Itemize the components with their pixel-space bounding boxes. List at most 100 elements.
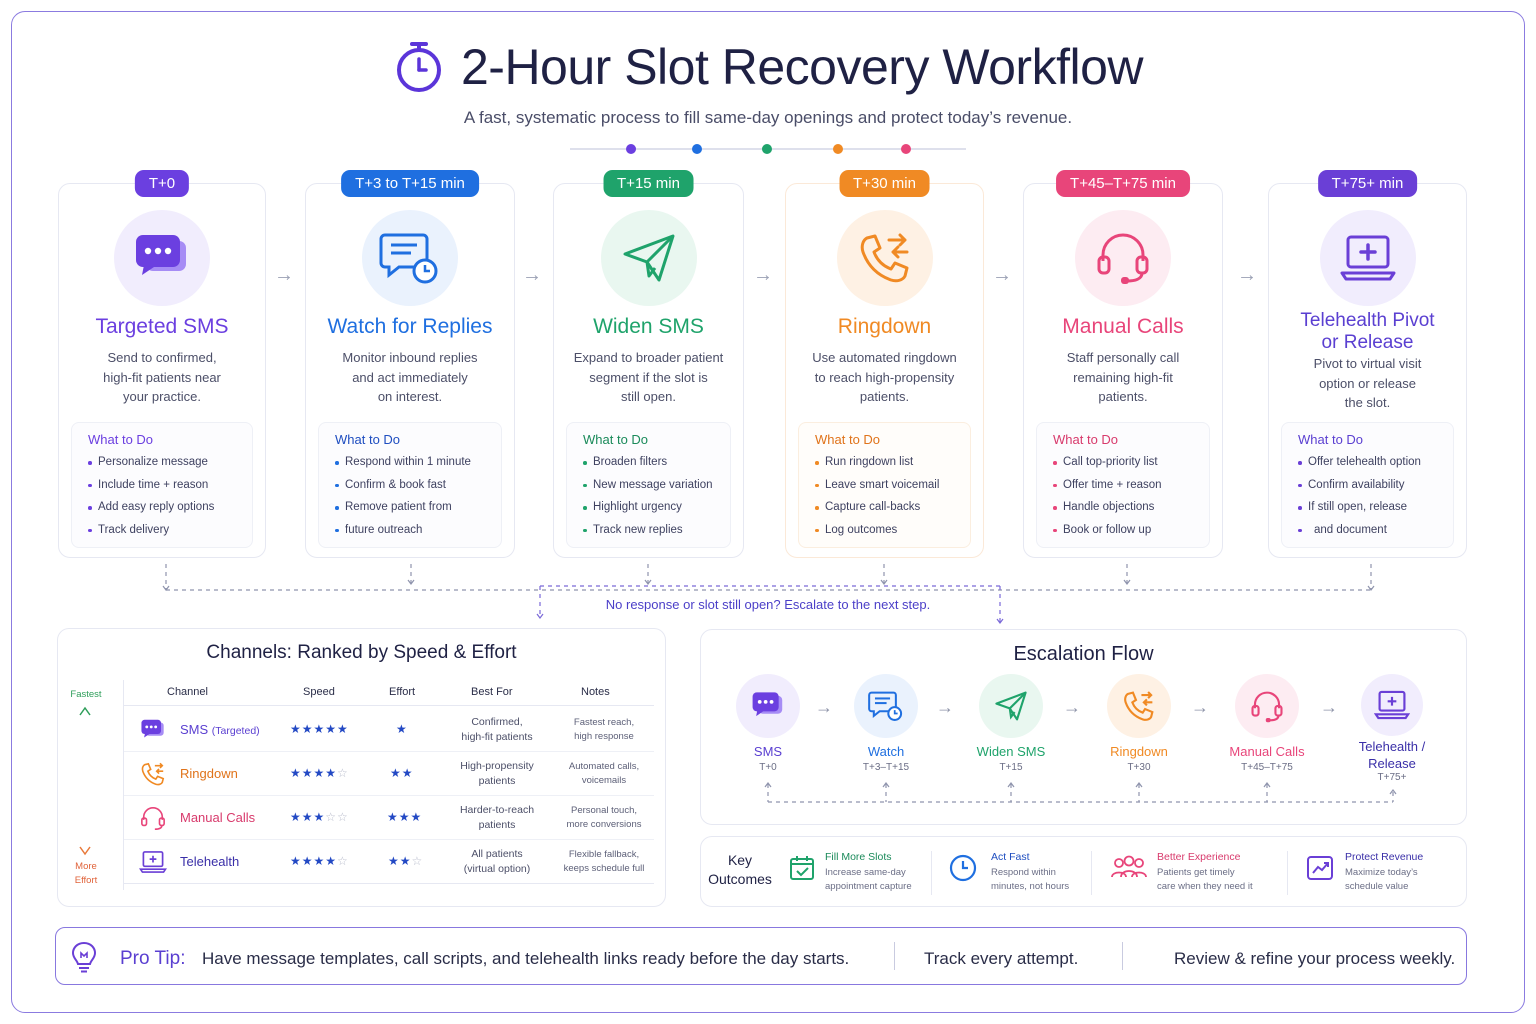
speed-rating: ★★★★☆ [290,766,349,780]
todo-item: Handle objections [1053,496,1209,519]
step-icon-circle [836,210,933,306]
flow-node-time: T+45–T+75 [1241,762,1293,773]
pro-tip-text: Track every attempt. [924,949,1079,968]
escalate-note: No response or slot still open? Escalate… [605,597,931,612]
todo-item: Include time + reason [88,474,252,497]
table-row: SMS (Targeted) ★★★★★ ★ Confirmed,high-fi… [124,708,654,752]
notes: Flexible fallback,keeps schedule full [563,849,645,874]
escalation-title: Escalation Flow [1013,643,1154,665]
todo-item-continued: and document [1298,519,1453,542]
flow-node-time: T+3–T+15 [862,762,910,773]
escalation-flow-panel: Escalation Flow SMS T+0 → Watch T+3–T+15… [700,629,1467,825]
step-card-ringdown: T+30 min Ringdown Use automated ringdown… [785,170,984,558]
step-description: Send to confirmed,high-fit patients near… [103,350,221,404]
channel-name: Ringdown [180,766,238,781]
todo-item: future outreach [335,519,501,542]
arrow-right-icon: → [1063,697,1081,717]
outcome-title: Fill More Slots [825,851,892,863]
chat-bubbles-icon [136,235,186,275]
step-badge: T+75+ min [1317,170,1418,197]
pro-tip-text: Review & refine your process weekly. [1174,949,1456,968]
step-title: Watch for Replies [327,315,493,338]
phone-forward-icon [1107,674,1171,738]
what-to-do-heading: What to Do [1298,432,1364,447]
laptop-plus-icon [138,849,168,875]
paper-plane-icon [623,234,674,282]
effort-rating: ★ [396,722,408,736]
flow-node-manual-calls: Manual Calls T+45–T+75 [1207,674,1327,773]
flow-node-sms: SMS T+0 [708,674,828,773]
notes: Fastest reach,high response [573,717,635,742]
col-notes: Notes [581,686,610,698]
flow-node-time: T+0 [759,762,777,773]
step-card-targeted-sms: T+0 Targeted SMS Send to confirmed,high-… [58,170,266,558]
rank-arrow [79,706,91,856]
todo-item: If still open, release [1298,496,1453,519]
step-title: Ringdown [837,315,932,338]
divider [931,851,932,895]
pro-tip-label: Pro Tip: [120,948,186,969]
speed-rating: ★★★★★ [290,722,349,736]
notes: Personal touch,more conversions [566,805,642,830]
divider [1122,942,1123,970]
flow-node-label: Manual Calls [1229,744,1305,759]
arrow-right-icon: → [522,264,542,286]
todo-item: New message variation [583,474,730,497]
notes: Automated calls,voicemails [568,761,640,786]
step-badge: T+30 min [839,170,930,197]
table-row: Telehealth ★★★★☆ ★★☆ All patients(virtua… [124,840,654,884]
todo-item: Run ringdown list [815,451,970,474]
step-icon-circle [114,210,210,306]
channels-panel: Channels: Ranked by Speed & Effort Faste… [57,628,666,907]
todo-item: Track new replies [583,519,730,542]
effort-rating: ★★★ [387,810,423,824]
step-badge: T+3 to T+15 min [341,170,479,197]
todo-item: Add easy reply options [88,496,252,519]
outcome-title: Protect Revenue [1345,851,1424,863]
flow-node-label: SMS [753,744,783,759]
pro-tip-bar: Pro Tip: Have message templates, call sc… [55,927,1467,985]
effort-rating: ★★ [390,766,414,780]
page-title: 2-Hour Slot Recovery Workflow [460,39,1144,95]
col-effort: Effort [389,686,416,698]
calendar-check-icon [787,853,817,883]
escalation-loop [764,782,1397,803]
divider [1287,851,1288,895]
channel-name: Manual Calls [180,810,256,825]
speed-rating: ★★★☆☆ [290,810,349,824]
chat-bubbles-icon [138,717,168,743]
flow-node-time: T+75+ [1377,772,1407,783]
escalation-connector [162,564,1375,624]
clock-icon [948,853,978,883]
laptop-plus-icon [1340,235,1395,281]
step-badge: T+45–T+75 min [1056,170,1190,197]
effort-rating: ★★☆ [388,854,424,868]
todo-item: Offer telehealth option [1298,451,1453,474]
divider [894,942,895,970]
todo-item: Book or follow up [1053,519,1209,542]
flow-node-widen-sms: Widen SMS T+15 [951,674,1071,773]
flow-node-telehealth: Telehealth /Release T+75+ [1332,674,1452,783]
step-title: Widen SMS [593,315,704,338]
col-best-for: Best For [471,686,513,698]
rank-top-label: Fastest [70,689,102,700]
step-icon-circle [362,210,458,306]
